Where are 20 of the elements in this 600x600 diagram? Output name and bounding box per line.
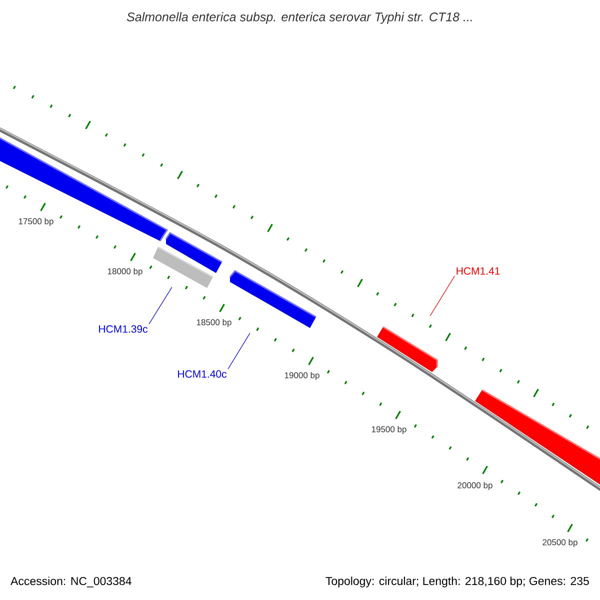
- title: Salmonella enterica subsp. enterica serovar Typhi str. CT18 ...: [126, 12, 472, 24]
- gene-feature: [165, 232, 222, 273]
- gene-feature: [377, 326, 438, 372]
- gene-label: HCM1.41: [456, 267, 500, 275]
- gene-feature: [0, 136, 168, 242]
- summary-text: Topology: circular; Length: 218,160 bp; Genes: 235: [326, 576, 589, 588]
- gene-label: HCM1.40c: [178, 370, 227, 378]
- leader-line: [148, 286, 172, 324]
- gene-label: HCM1.39c: [99, 325, 148, 333]
- tick-label: 18500 bp: [196, 319, 232, 327]
- tick-label: 19500 bp: [372, 426, 406, 434]
- leader-line: [228, 332, 250, 370]
- tick-label: 17500 bp: [18, 218, 54, 226]
- tick-label: 20000 bp: [458, 482, 492, 490]
- tick-label: 19000 bp: [284, 372, 320, 380]
- tick-label: 18000 bp: [108, 268, 142, 276]
- tick-label: 20500 bp: [542, 539, 578, 547]
- accession-text: Accession: NC_003384: [10, 576, 132, 588]
- gene-bar: [153, 246, 214, 288]
- leader-line: [430, 276, 455, 316]
